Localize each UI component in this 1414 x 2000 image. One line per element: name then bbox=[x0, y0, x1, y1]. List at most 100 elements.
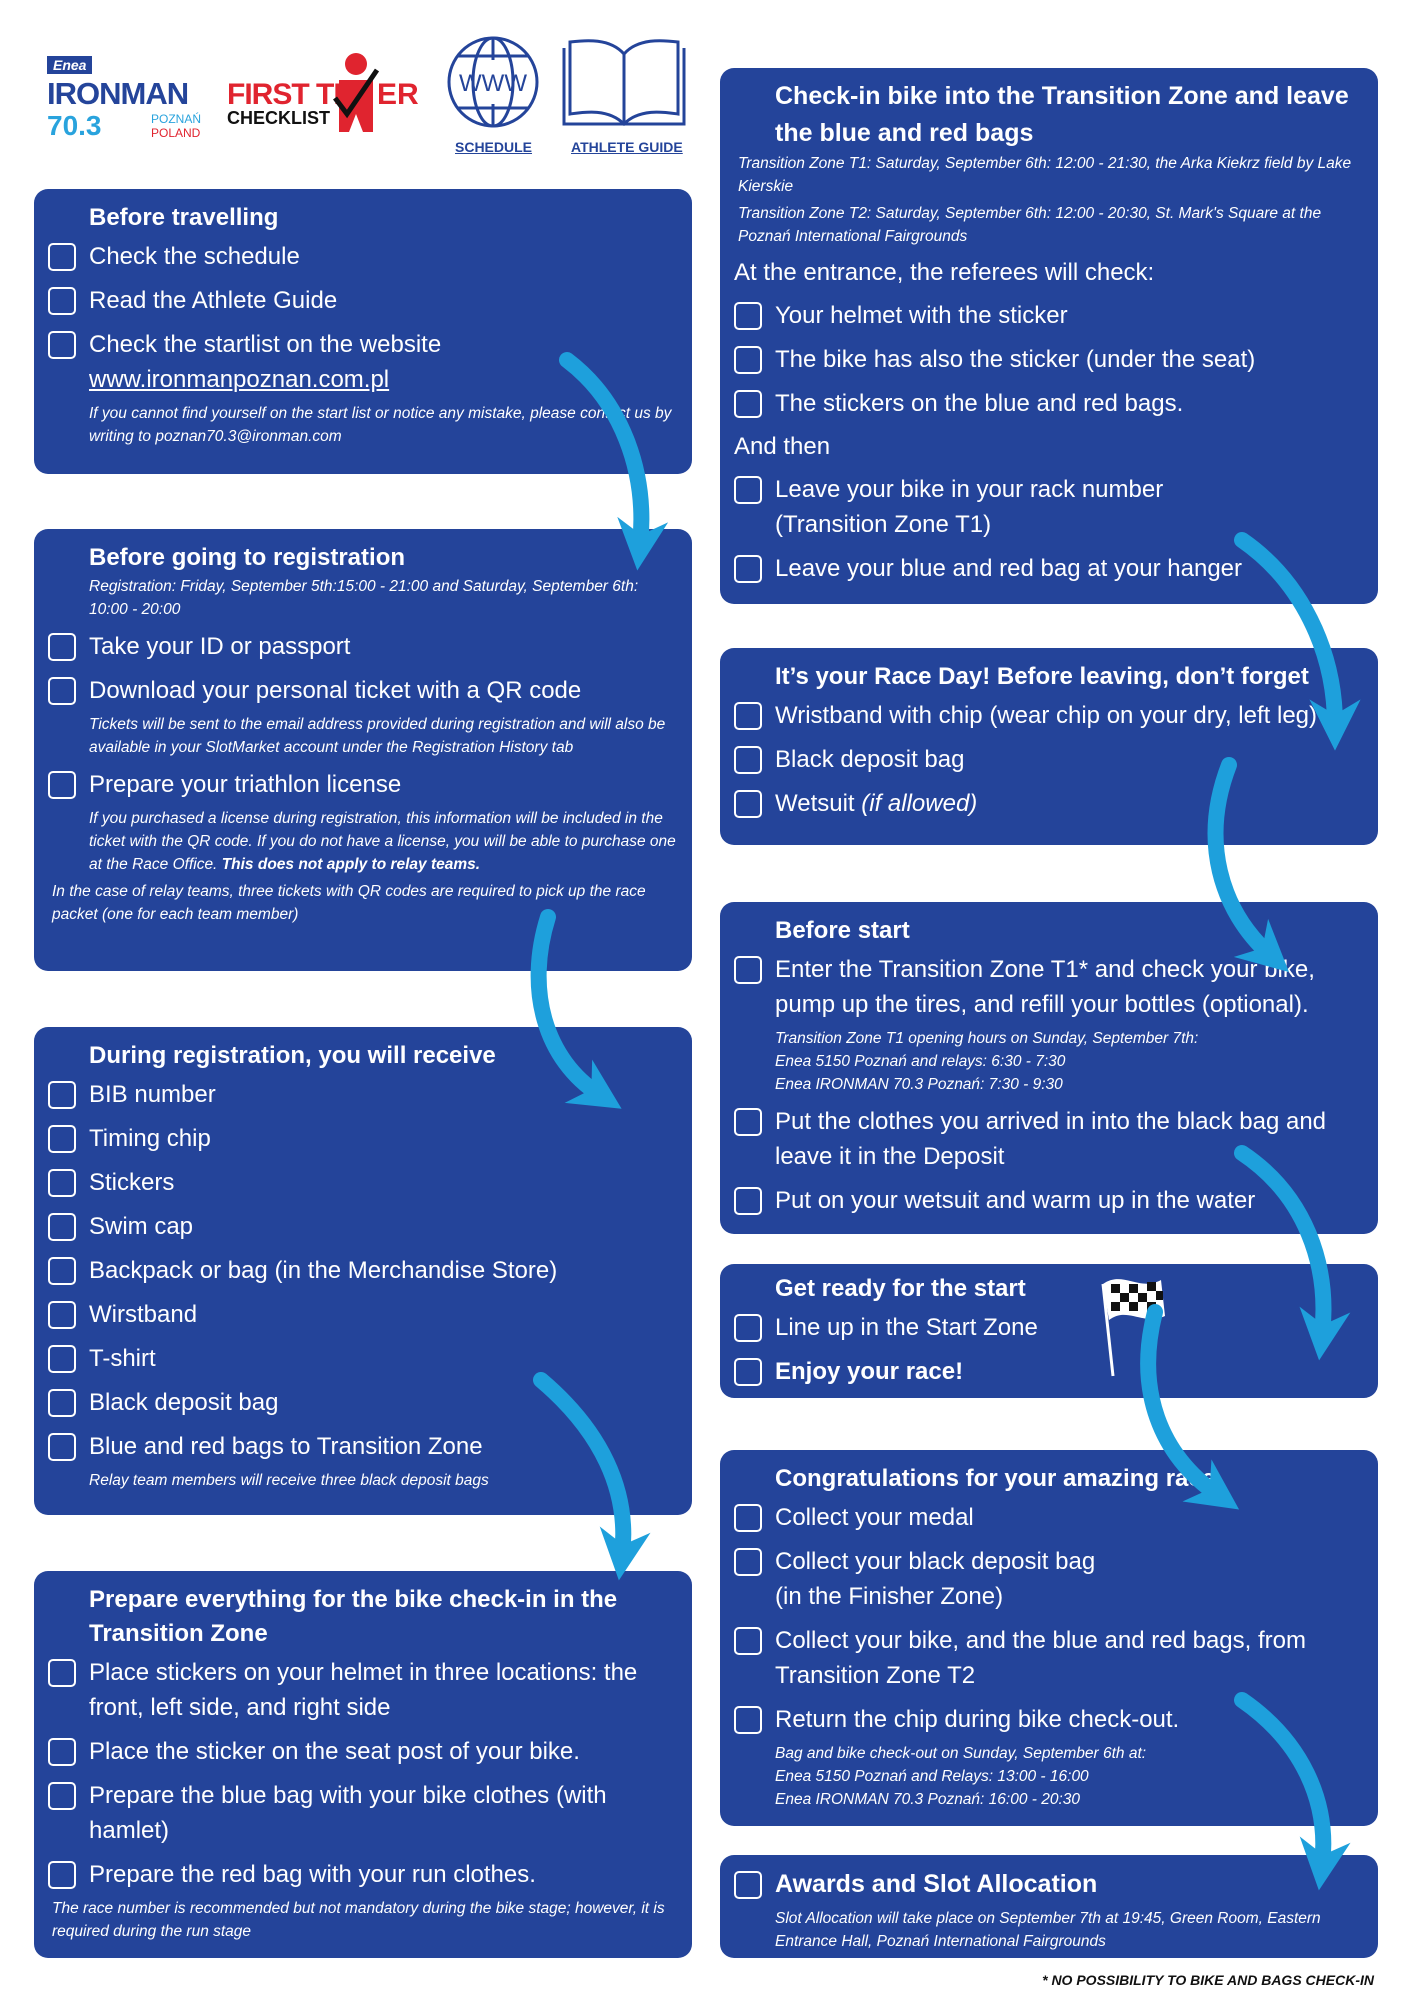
item-text: Backpack or bag (in the Merchandise Stor… bbox=[89, 1253, 557, 1288]
item-italic: (if allowed) bbox=[861, 790, 978, 817]
checkbox[interactable] bbox=[734, 1358, 762, 1386]
item-text: Prepare your triathlon license bbox=[89, 767, 401, 802]
checkbox[interactable] bbox=[734, 555, 762, 583]
info-note: If you purchased a license during regist… bbox=[89, 807, 678, 876]
item-text: Timing chip bbox=[89, 1121, 211, 1156]
checkbox[interactable] bbox=[734, 1548, 762, 1576]
checkbox[interactable] bbox=[48, 1125, 76, 1153]
item-text: Check the schedule bbox=[89, 239, 300, 274]
checkbox[interactable] bbox=[48, 243, 76, 271]
distance-label: 70.3 bbox=[47, 110, 102, 141]
item-text: Wetsuit (if allowed) bbox=[775, 786, 977, 821]
checkbox[interactable] bbox=[48, 771, 76, 799]
checklist-item: Prepare your triathlon license bbox=[48, 767, 678, 802]
city-label: POZNAŃ bbox=[151, 112, 202, 126]
checklist-item: Black deposit bag bbox=[734, 742, 1364, 777]
checkbox[interactable] bbox=[734, 1108, 762, 1136]
athlete-guide-link[interactable]: ATHLETE GUIDE bbox=[571, 139, 683, 155]
item-label: Wetsuit bbox=[775, 790, 862, 817]
section-text: And then bbox=[734, 433, 831, 460]
item-text: Blue and red bags to Transition Zone bbox=[89, 1429, 483, 1464]
checklist-item: Check the startlist on the website www.ir… bbox=[48, 327, 678, 397]
checkbox[interactable] bbox=[48, 677, 76, 705]
item-text: Enjoy your race! bbox=[775, 1354, 963, 1389]
checklist-item: Wirstband bbox=[48, 1297, 678, 1332]
checklist-item: Prepare the red bag with your run clothe… bbox=[48, 1857, 678, 1892]
item-label: The stickers on the blue and red bags. bbox=[775, 390, 1184, 417]
item-label: Check the startlist on the website bbox=[89, 331, 442, 358]
item-text: Prepare the blue bag with your bike clot… bbox=[89, 1778, 678, 1848]
checkbox[interactable] bbox=[734, 346, 762, 374]
checkbox[interactable] bbox=[734, 1627, 762, 1655]
checkbox[interactable] bbox=[734, 1187, 762, 1215]
schedule-link[interactable]: SCHEDULE bbox=[455, 139, 533, 155]
checkbox[interactable] bbox=[734, 1871, 762, 1899]
item-text: The bike has also the sticker (under the… bbox=[775, 342, 1255, 377]
checklist-item: Stickers bbox=[48, 1165, 678, 1200]
checkbox[interactable] bbox=[48, 1389, 76, 1417]
checkbox[interactable] bbox=[734, 702, 762, 730]
website-link[interactable]: www.ironmanpoznan.com.pl bbox=[89, 366, 390, 393]
checkbox[interactable] bbox=[734, 476, 762, 504]
ironman-wordmark: IRONMAN bbox=[47, 76, 189, 111]
checkbox[interactable] bbox=[48, 1345, 76, 1373]
checklist-item: Your helmet with the sticker bbox=[734, 298, 1364, 333]
checkbox[interactable] bbox=[734, 302, 762, 330]
info-note: Transition Zone T1 opening hours on Sund… bbox=[775, 1027, 1364, 1096]
item-label: Prepare your triathlon license bbox=[89, 771, 402, 798]
checkbox[interactable] bbox=[734, 1314, 762, 1342]
checkbox[interactable] bbox=[48, 1782, 76, 1810]
item-label: Return the chip during bike check-out. bbox=[775, 1706, 1180, 1733]
checklist-item: Return the chip during bike check-out. bbox=[734, 1702, 1364, 1737]
info-note: Tickets will be sent to the email addres… bbox=[89, 713, 678, 759]
checkbox[interactable] bbox=[734, 746, 762, 774]
checkbox[interactable] bbox=[48, 1659, 76, 1687]
checkbox[interactable] bbox=[48, 331, 76, 359]
item-text: Collect your black deposit bag (in the F… bbox=[775, 1544, 1095, 1614]
globe-www-icon[interactable]: WWW bbox=[446, 36, 540, 128]
info-note: The race number is recommended but not m… bbox=[52, 1897, 678, 1943]
checkbox[interactable] bbox=[48, 287, 76, 315]
checklist-item: Line up in the Start Zone bbox=[734, 1310, 1364, 1345]
item-label: Leave your blue and red bag at your hang… bbox=[775, 555, 1243, 582]
panel-title: Before going to registration bbox=[89, 544, 406, 571]
checklist-text: CHECKLIST bbox=[227, 108, 330, 128]
checkbox[interactable] bbox=[48, 1169, 76, 1197]
checklist-item: Black deposit bag bbox=[48, 1385, 678, 1420]
open-book-icon[interactable] bbox=[560, 38, 688, 128]
item-text: Leave your bike in your rack number (Tra… bbox=[775, 472, 1163, 542]
item-label: Collect your bike, and the blue and red … bbox=[775, 1627, 1306, 1689]
note-text: Relay team members will receive three bl… bbox=[89, 1472, 489, 1489]
checklist-item: Leave your blue and red bag at your hang… bbox=[734, 551, 1364, 586]
item-label: Check the schedule bbox=[89, 243, 300, 270]
checkbox[interactable] bbox=[734, 1504, 762, 1532]
item-label: Backpack or bag (in the Merchandise Stor… bbox=[89, 1257, 558, 1284]
item-text: Prepare the red bag with your run clothe… bbox=[89, 1857, 536, 1892]
note-text: If you purchased a license during regist… bbox=[89, 810, 676, 873]
checkbox[interactable] bbox=[48, 1257, 76, 1285]
item-label: Wristband with chip (wear chip on your d… bbox=[775, 702, 1318, 729]
panel-checkin: Check-in bike into the Transition Zone a… bbox=[720, 68, 1378, 604]
checkbox[interactable] bbox=[48, 1213, 76, 1241]
checkbox[interactable] bbox=[48, 1433, 76, 1461]
checkbox[interactable] bbox=[48, 1081, 76, 1109]
checkbox[interactable] bbox=[734, 790, 762, 818]
checkbox[interactable] bbox=[734, 1706, 762, 1734]
item-label: Place the sticker on the seat post of yo… bbox=[89, 1738, 580, 1765]
checkbox[interactable] bbox=[48, 1301, 76, 1329]
item-label: T-shirt bbox=[89, 1345, 156, 1372]
checklist-item: Collect your bike, and the blue and red … bbox=[734, 1623, 1364, 1693]
checkbox[interactable] bbox=[48, 1738, 76, 1766]
note-text: Slot Allocation will take place on Septe… bbox=[775, 1910, 1321, 1950]
note-text: Registration: Friday, September 5th:15:0… bbox=[89, 578, 639, 618]
checkbox[interactable] bbox=[734, 390, 762, 418]
checkbox[interactable] bbox=[48, 633, 76, 661]
checkbox[interactable] bbox=[48, 1861, 76, 1889]
item-text: Enter the Transition Zone T1* and check … bbox=[775, 952, 1364, 1022]
first-timer-text-end: ER bbox=[377, 78, 419, 111]
checkbox[interactable] bbox=[734, 956, 762, 984]
item-text: The stickers on the blue and red bags. bbox=[775, 386, 1183, 421]
item-text: Stickers bbox=[89, 1165, 174, 1200]
